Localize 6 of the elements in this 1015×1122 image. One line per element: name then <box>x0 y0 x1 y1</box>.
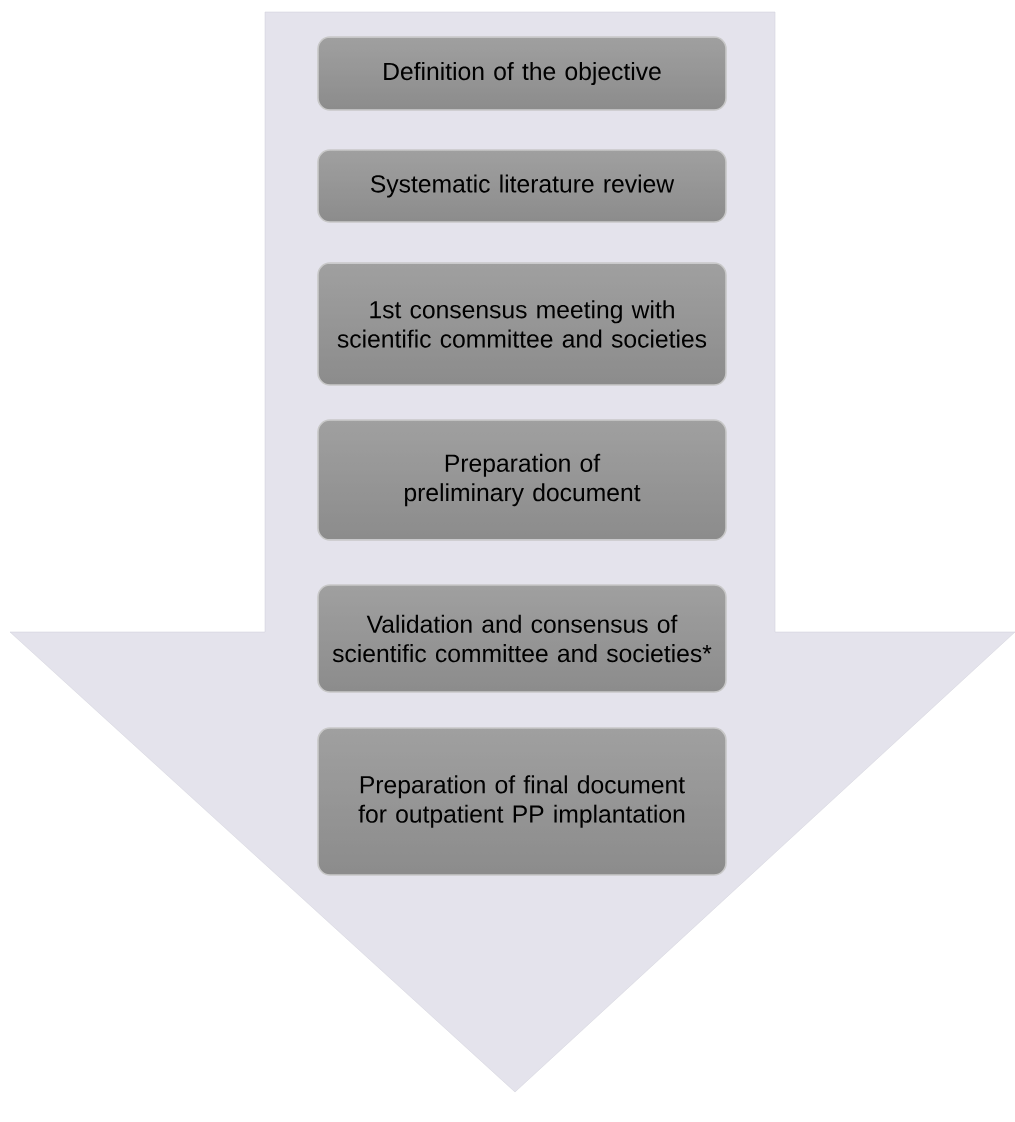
process-box: 1st consensus meeting with scientific committee and societies <box>317 262 727 386</box>
process-box: Definition of the objective <box>317 36 727 111</box>
process-box: Preparation of preliminary document <box>317 419 727 541</box>
process-box: Systematic literature review <box>317 149 727 223</box>
process-box: Validation and consensus of scientific committee and societies* <box>317 584 727 693</box>
process-box: Preparation of final document for outpatient PP implantation <box>317 727 727 876</box>
